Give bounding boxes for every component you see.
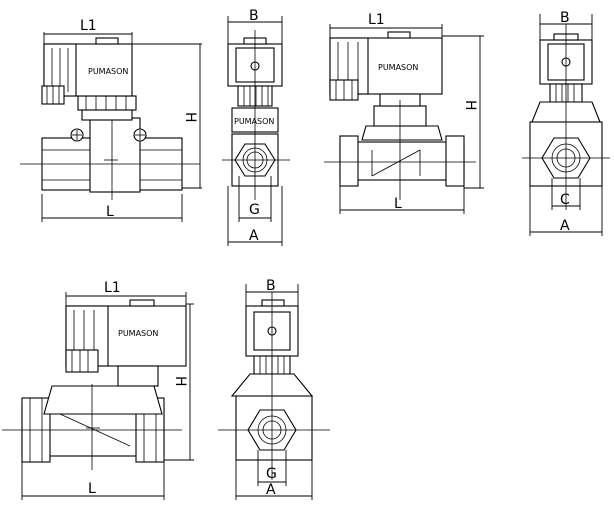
dim-port-thread-label: G <box>266 466 277 482</box>
view-large-valve-side: PUMASON L L1 H <box>2 280 194 500</box>
coil-nut <box>77 95 137 111</box>
dim-coil-length-label: L1 <box>104 280 121 296</box>
dim-height-label: H <box>172 376 188 387</box>
dim-coil-length-label: L1 <box>80 18 97 34</box>
view-mid-valve-side: PUMASON L L1 H <box>324 12 484 214</box>
brand-label: PUMASON <box>88 67 128 76</box>
brand-label: PUMASON <box>234 117 274 126</box>
view-small-valve-end: PUMASON B G A <box>222 8 290 246</box>
dim-height-label: H <box>182 112 198 123</box>
view-mid-valve-end: B C A <box>522 10 610 236</box>
dim-coil-width-label: B <box>266 278 276 294</box>
valve-bonnet <box>89 117 141 193</box>
bonnet <box>361 125 443 141</box>
brand-label: PUMASON <box>118 329 158 338</box>
dim-coil-length-label: L1 <box>368 12 385 28</box>
dim-port-thread-alt-label: C <box>560 192 570 208</box>
valve-body <box>339 141 465 181</box>
dim-width-label: A <box>560 218 570 234</box>
dim-length-label: L <box>88 481 96 497</box>
dim-coil-width-label: B <box>249 8 259 24</box>
dim-height-label: H <box>462 100 478 111</box>
dim-length-label: L <box>106 204 114 220</box>
brand-label: PUMASON <box>378 63 418 72</box>
bonnet <box>43 385 163 415</box>
view-small-valve-side: PUMASON L L1 H <box>20 18 202 222</box>
view-large-valve-end: B G A <box>218 278 330 500</box>
cable-gland <box>65 349 99 373</box>
dim-width-label: A <box>266 482 276 498</box>
dim-length-label: L <box>394 196 402 212</box>
dim-coil-width-label: B <box>560 10 570 26</box>
dim-width-label: A <box>249 228 259 244</box>
dim-port-thread-label: G <box>249 202 260 218</box>
